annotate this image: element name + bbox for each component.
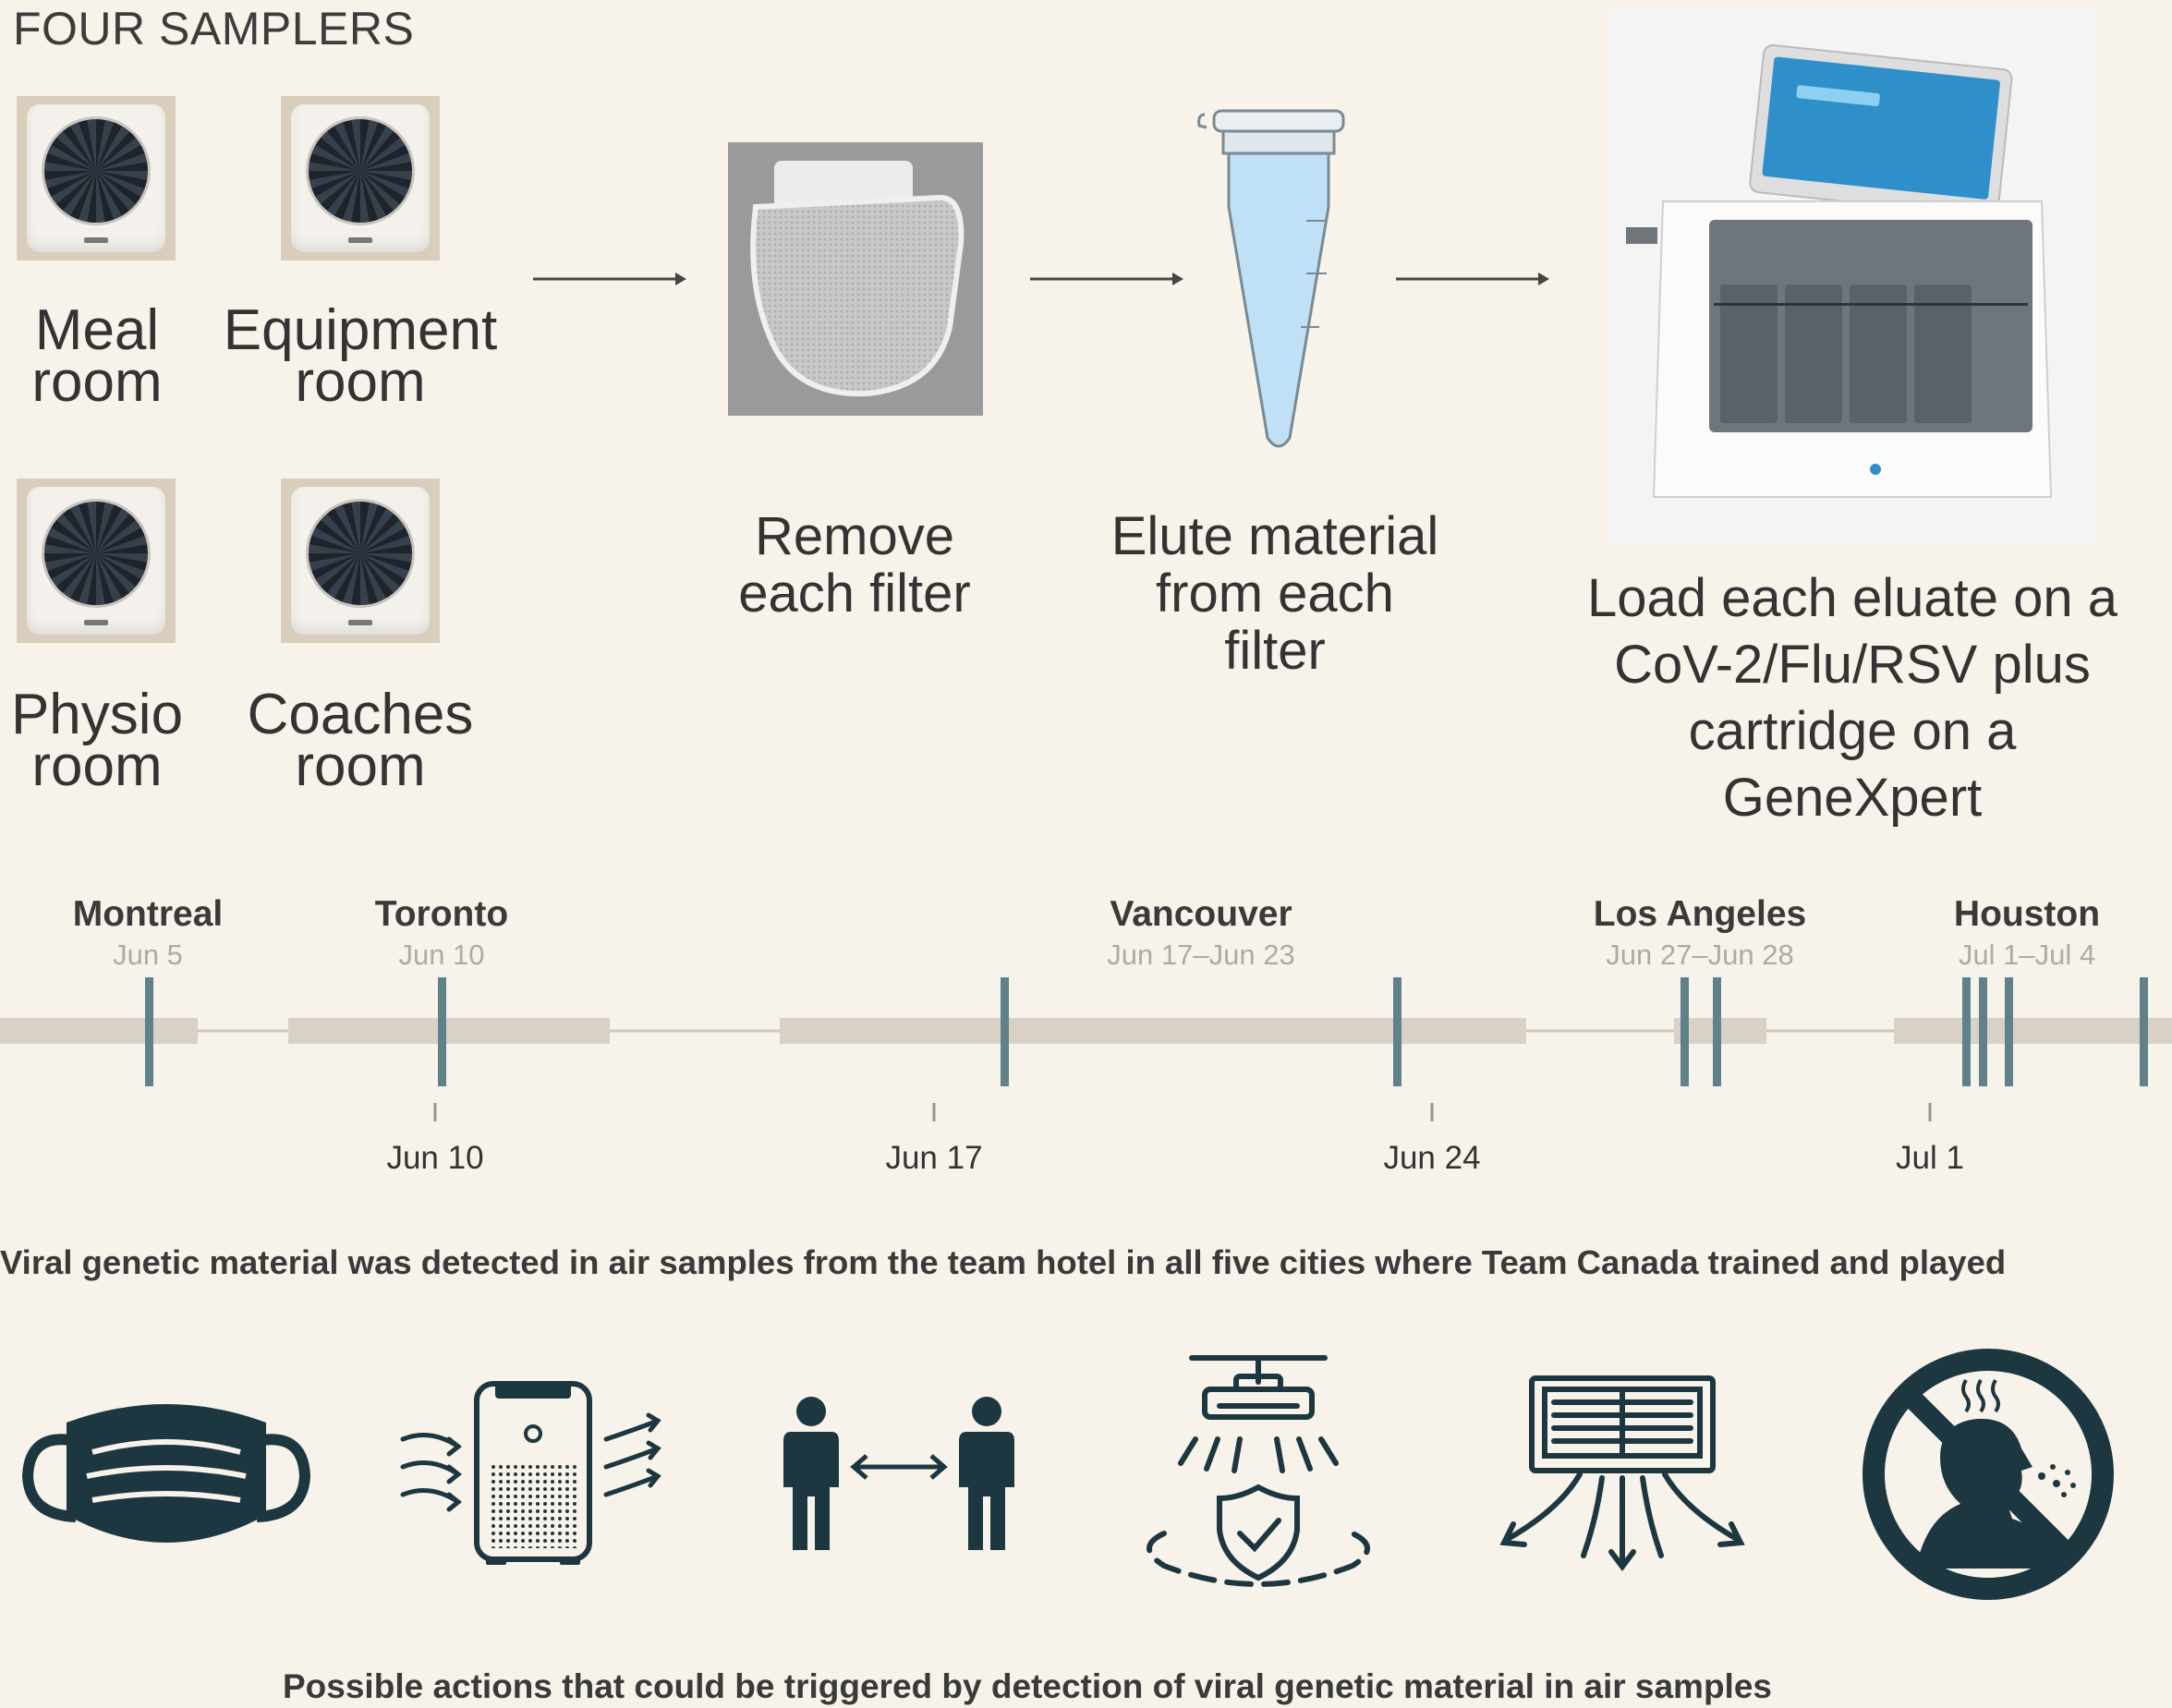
detection-marker (145, 977, 153, 1086)
detection-marker (2140, 977, 2148, 1086)
sampler-photo-meal (17, 96, 176, 260)
detection-marker (1962, 977, 1971, 1086)
axis-tick-label: Jul 1 (1896, 1140, 1964, 1176)
sampler-photo-equipment (281, 96, 440, 260)
city-name-montreal: Montreal (72, 894, 224, 934)
genexpert-machine-photo (1608, 7, 2095, 547)
city-name-los-angeles: Los Angeles (1593, 894, 1807, 934)
axis-tick-label: Jun 17 (885, 1140, 983, 1176)
flow-arrow-1 (533, 273, 686, 285)
actions-caption: Possible actions that could be triggered… (283, 1667, 1772, 1705)
sampler-photo-coaches (281, 478, 440, 643)
physical-distancing-icon (783, 1397, 1014, 1550)
timeline-track (0, 977, 2172, 1121)
city-dates-toronto: Jun 10 (398, 939, 485, 971)
stay-band-vancouver (780, 1018, 1526, 1044)
detection-marker (2005, 977, 2013, 1086)
no-coughing-icon (1863, 1349, 2114, 1600)
axis-tick-label: Jun 10 (386, 1140, 484, 1176)
city-name-vancouver: Vancouver (1110, 894, 1292, 934)
city-dates-montreal: Jun 5 (113, 939, 183, 971)
flow-arrow-2 (1030, 273, 1183, 285)
uv-disinfection-icon (1147, 1355, 1370, 1587)
detection-marker (1713, 977, 1721, 1086)
detection-marker (1979, 977, 1987, 1086)
stay-band-toronto (288, 1018, 610, 1044)
elution-tube-icon (1197, 109, 1345, 448)
stay-band-houston (1894, 1018, 2172, 1044)
city-name-toronto: Toronto (374, 894, 509, 934)
sampler-photo-physio (17, 478, 176, 643)
air-purifier-icon (400, 1381, 661, 1565)
axis-tick-label: Jun 24 (1383, 1140, 1481, 1176)
face-mask-icon (21, 1404, 311, 1543)
detection-marker (1681, 977, 1689, 1086)
stay-band-montreal (0, 1018, 198, 1044)
detection-marker (438, 977, 446, 1086)
section-title: FOUR SAMPLERS (13, 3, 415, 55)
city-dates-vancouver: Jun 17–Jun 23 (1107, 939, 1295, 971)
detection-marker (1393, 977, 1401, 1086)
detection-marker (1001, 977, 1009, 1086)
timeline-caption: Viral genetic material was detected in a… (0, 1243, 2007, 1281)
ventilation-icon (1499, 1375, 1745, 1571)
city-dates-los-angeles: Jun 27–Jun 28 (1606, 939, 1794, 971)
city-name-houston: Houston (1953, 894, 2101, 934)
city-dates-houston: Jul 1–Jul 4 (1958, 939, 2096, 971)
flow-arrow-3 (1396, 273, 1549, 285)
filter-photo (728, 142, 983, 416)
